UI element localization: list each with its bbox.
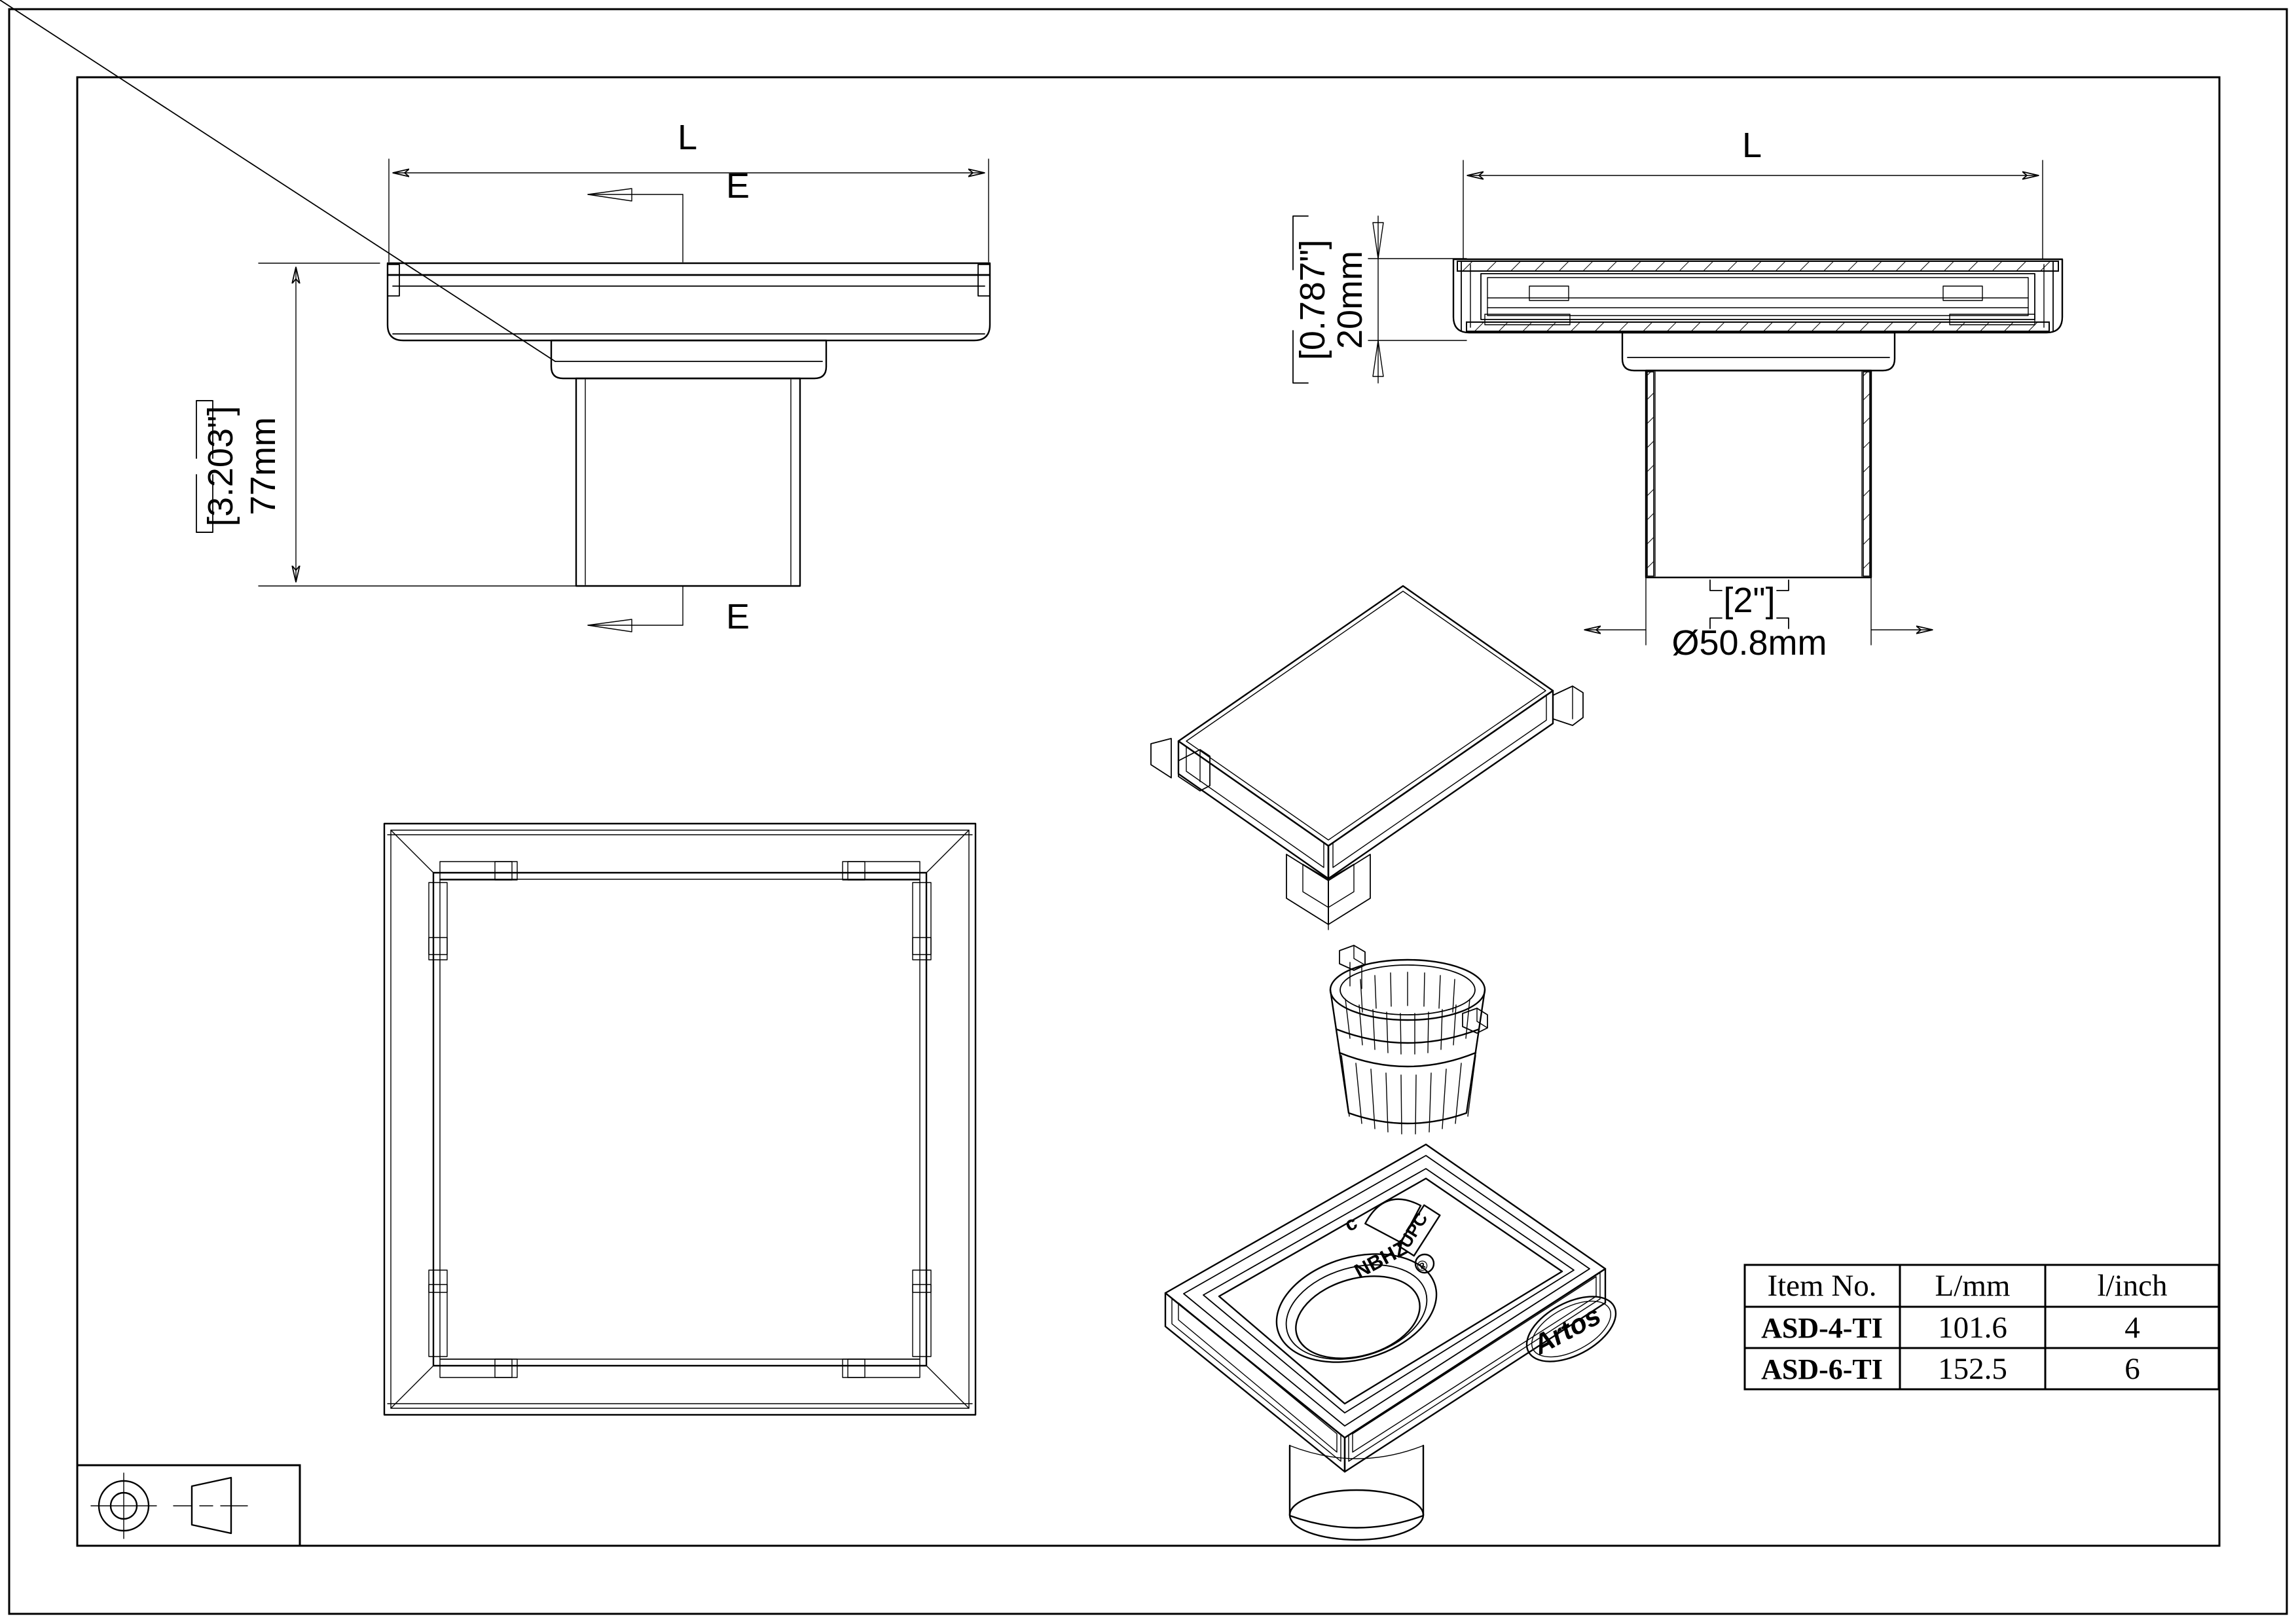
plan-view	[383, 822, 977, 1416]
first-angle-projection-icon	[90, 1472, 248, 1539]
front-height-inch-label: [3.203"]	[201, 406, 240, 526]
iso-grate-view	[1150, 585, 1584, 930]
sheet-border	[8, 8, 2288, 1615]
table-cell-linch-1: 4	[2124, 1311, 2140, 1345]
table-cell-item-2: ASD-6-TI	[1761, 1353, 1883, 1385]
section-view	[1292, 160, 2064, 646]
iso-drain-body-view: UPC c NBHZ ® Artos	[1164, 1143, 1617, 1541]
outlet-inch-label: [2"]	[1723, 581, 1775, 620]
table-header-l-mm: L/mm	[1935, 1269, 2011, 1303]
section-depth-mm-label: 20mm	[1330, 251, 1370, 349]
table-cell-linch-2: 6	[2124, 1352, 2140, 1386]
table-header-item-no: Item No.	[1767, 1269, 1876, 1303]
section-arrow-e-bottom	[587, 585, 683, 632]
section-arrow-e-top	[587, 188, 683, 263]
brand-logo: Artos	[1525, 1296, 1617, 1362]
section-depth-inch-label: [0.787"]	[1293, 240, 1332, 360]
table-cell-lmm-1: 101.6	[1938, 1311, 2007, 1345]
brand-logo-text: Artos	[1527, 1300, 1606, 1360]
table-cell-lmm-2: 152.5	[1938, 1352, 2007, 1386]
front-elevation-view	[0, 0, 991, 632]
cupc-logo-c-text: c	[1341, 1212, 1360, 1236]
table-cell-item-1: ASD-4-TI	[1761, 1312, 1883, 1344]
title-block	[76, 1464, 301, 1547]
front-section-label-bottom: E	[726, 597, 750, 636]
front-section-label-top: E	[726, 166, 750, 206]
iso-strainer-basket	[1329, 945, 1488, 1135]
front-height-mm-label: 77mm	[244, 417, 283, 515]
section-length-label: L	[1742, 126, 1762, 165]
spec-table	[1743, 1264, 2220, 1391]
table-header-l-inch: l/inch	[2097, 1269, 2167, 1303]
front-length-label: L	[678, 118, 697, 157]
outlet-diameter-label: Ø50.8mm	[1671, 623, 1827, 663]
